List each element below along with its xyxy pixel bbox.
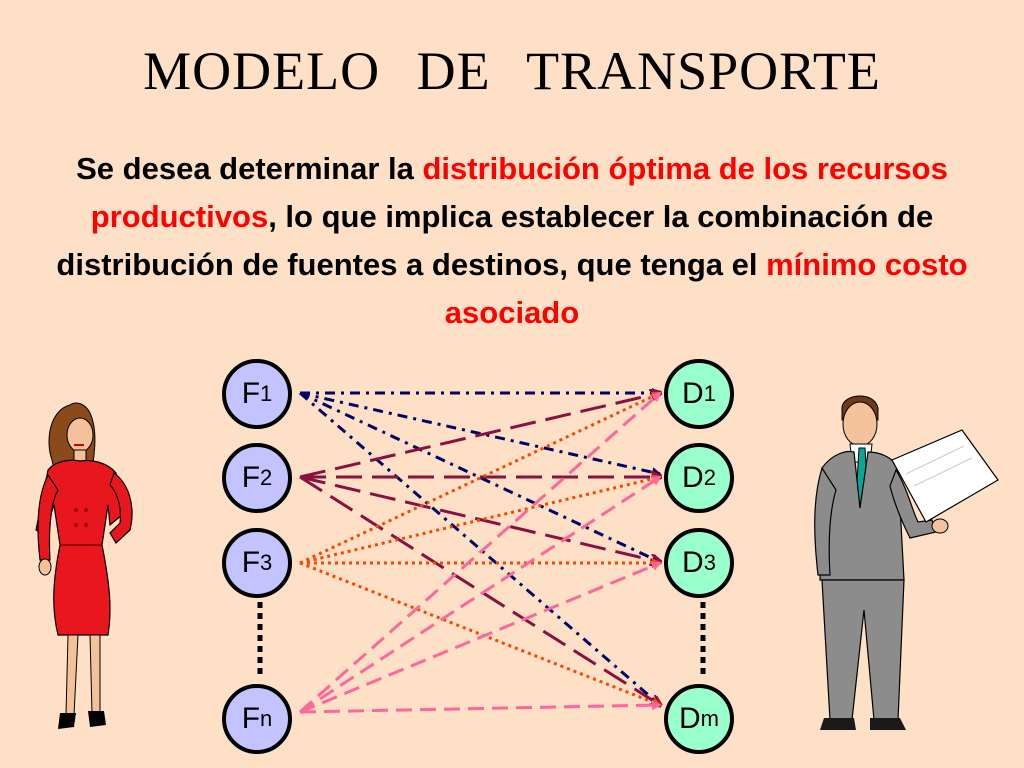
dest-letter: D [679,702,701,736]
source-index: 2 [260,465,272,491]
dest-letter: D [682,546,704,580]
dest-letter: D [682,461,704,495]
source-letter: F [242,377,260,411]
dest-index: m [701,706,719,732]
source-letter: F [242,546,260,580]
source-index: n [260,706,272,732]
route-f2-d3 [300,477,660,562]
dest-letter: D [682,377,704,411]
source-index: 3 [260,550,272,576]
dest-index: 2 [704,465,716,491]
dest-index: 3 [704,550,716,576]
woman-figure-illustration [30,395,160,745]
source-letter: F [242,702,260,736]
route-fn-d1 [300,393,660,712]
dest-index: 1 [704,381,716,407]
route-fn-d2 [300,477,660,712]
source-index: 1 [260,381,272,407]
man-figure-illustration [812,390,1002,745]
route-f3-dm [300,563,660,705]
source-letter: F [242,461,260,495]
route-fn-dm [300,705,660,712]
